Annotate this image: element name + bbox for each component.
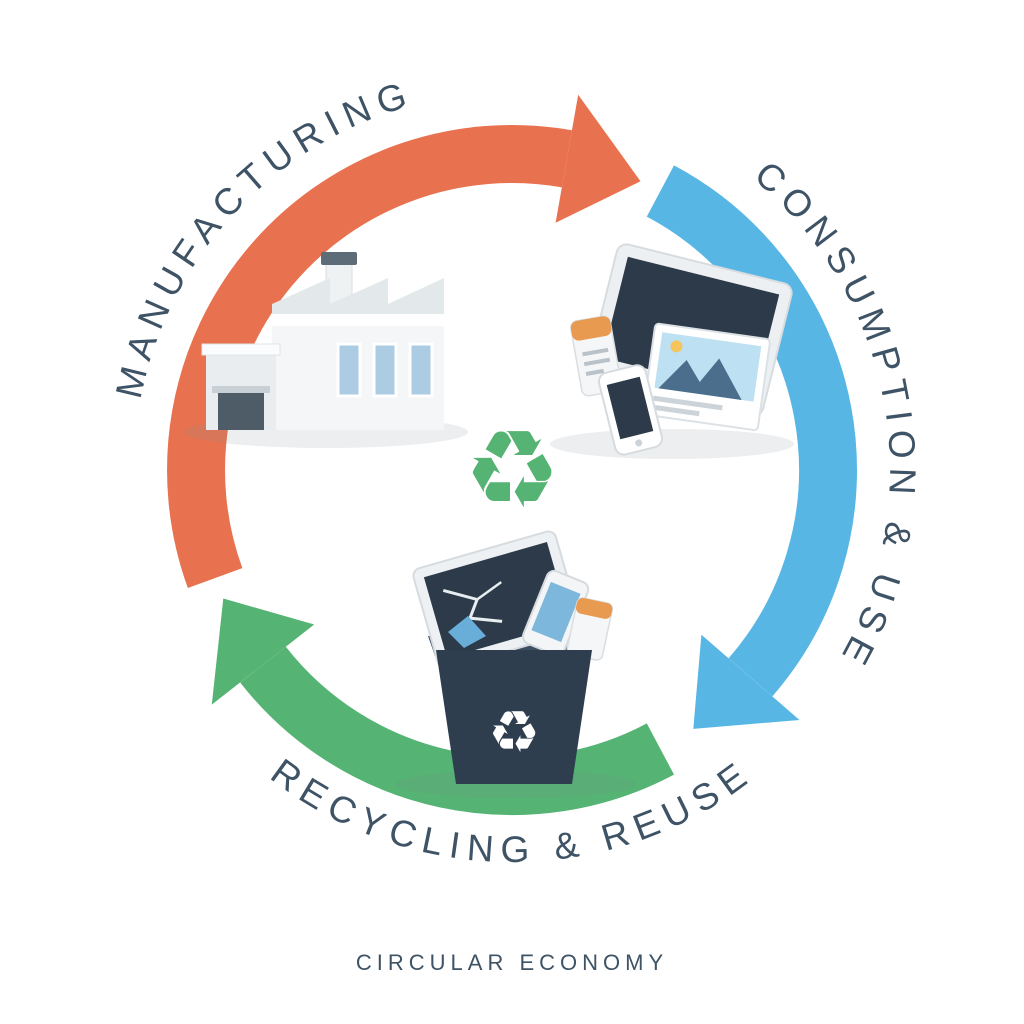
discarded-phone [522, 569, 590, 656]
manufacturing-arrow-head [555, 94, 641, 223]
factory-window [408, 342, 434, 398]
consumption-arrow-arc [646, 165, 857, 697]
phone-screen [606, 376, 654, 440]
factory-window [336, 342, 362, 398]
discarded-can [566, 597, 614, 661]
manufacturing-arrow-arc [167, 125, 572, 588]
bin-recycle-icon: ♻ [488, 698, 540, 766]
can-label-line [583, 357, 611, 367]
photo-sun [670, 340, 683, 353]
factory-entrance-door [218, 393, 264, 430]
electronics-illustration [550, 243, 794, 459]
factory-entrance-awning [212, 386, 270, 393]
discarded-can-band [576, 597, 613, 619]
screen-crack [476, 581, 502, 601]
photo-mountains [658, 358, 742, 400]
can-label-line [582, 347, 609, 357]
recycling-arrow-arc [240, 646, 675, 815]
factory-roof-band [272, 314, 444, 326]
factory-annex-roof [201, 343, 281, 356]
consumption-arrow-head [693, 634, 800, 729]
phone-home-button [635, 439, 643, 447]
screen-crack [442, 588, 503, 623]
photo-caption-line [651, 404, 700, 417]
bin-body [436, 650, 592, 784]
photo-card [642, 322, 771, 431]
discarded-phone-screen [531, 581, 581, 643]
plastic-waste [448, 616, 486, 648]
factory-illustration [184, 252, 468, 448]
factory-window [372, 342, 398, 398]
smartphone [597, 364, 664, 456]
waste-bin-illustration: ♻ [396, 530, 636, 798]
can-top-band [570, 316, 612, 341]
cycle-arrows [167, 94, 857, 815]
recycling-symbol-icon: ♻ [464, 408, 561, 533]
diagram-title: CIRCULAR ECONOMY [356, 950, 668, 975]
factory-chimney-cap [321, 252, 357, 265]
can-label-line [585, 368, 605, 376]
photo-caption-line [652, 395, 723, 411]
electronics-shadow [550, 429, 794, 459]
recycling-arrow-head [211, 598, 315, 705]
